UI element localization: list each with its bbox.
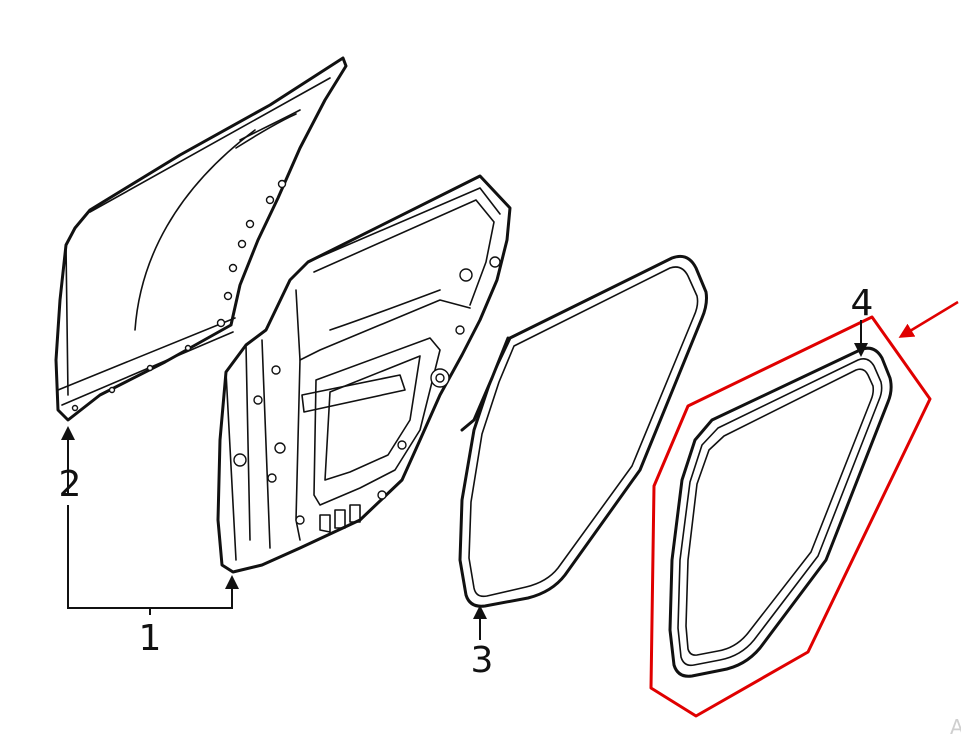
inner-door-frame xyxy=(216,174,512,574)
highlight-arrow xyxy=(898,300,959,338)
callout-4: 4 xyxy=(851,283,874,324)
callout-3: 3 xyxy=(471,640,494,681)
callout-2: 2 xyxy=(59,464,82,505)
leader-1-bracket xyxy=(67,505,239,609)
outer-door-panel xyxy=(54,56,348,422)
watermark: A xyxy=(950,715,961,739)
callout-1: 1 xyxy=(139,618,162,659)
door-weatherstrip xyxy=(458,254,708,608)
body-weatherstrip xyxy=(668,346,893,678)
leader-lines xyxy=(61,320,868,640)
highlight-outline xyxy=(649,300,959,718)
